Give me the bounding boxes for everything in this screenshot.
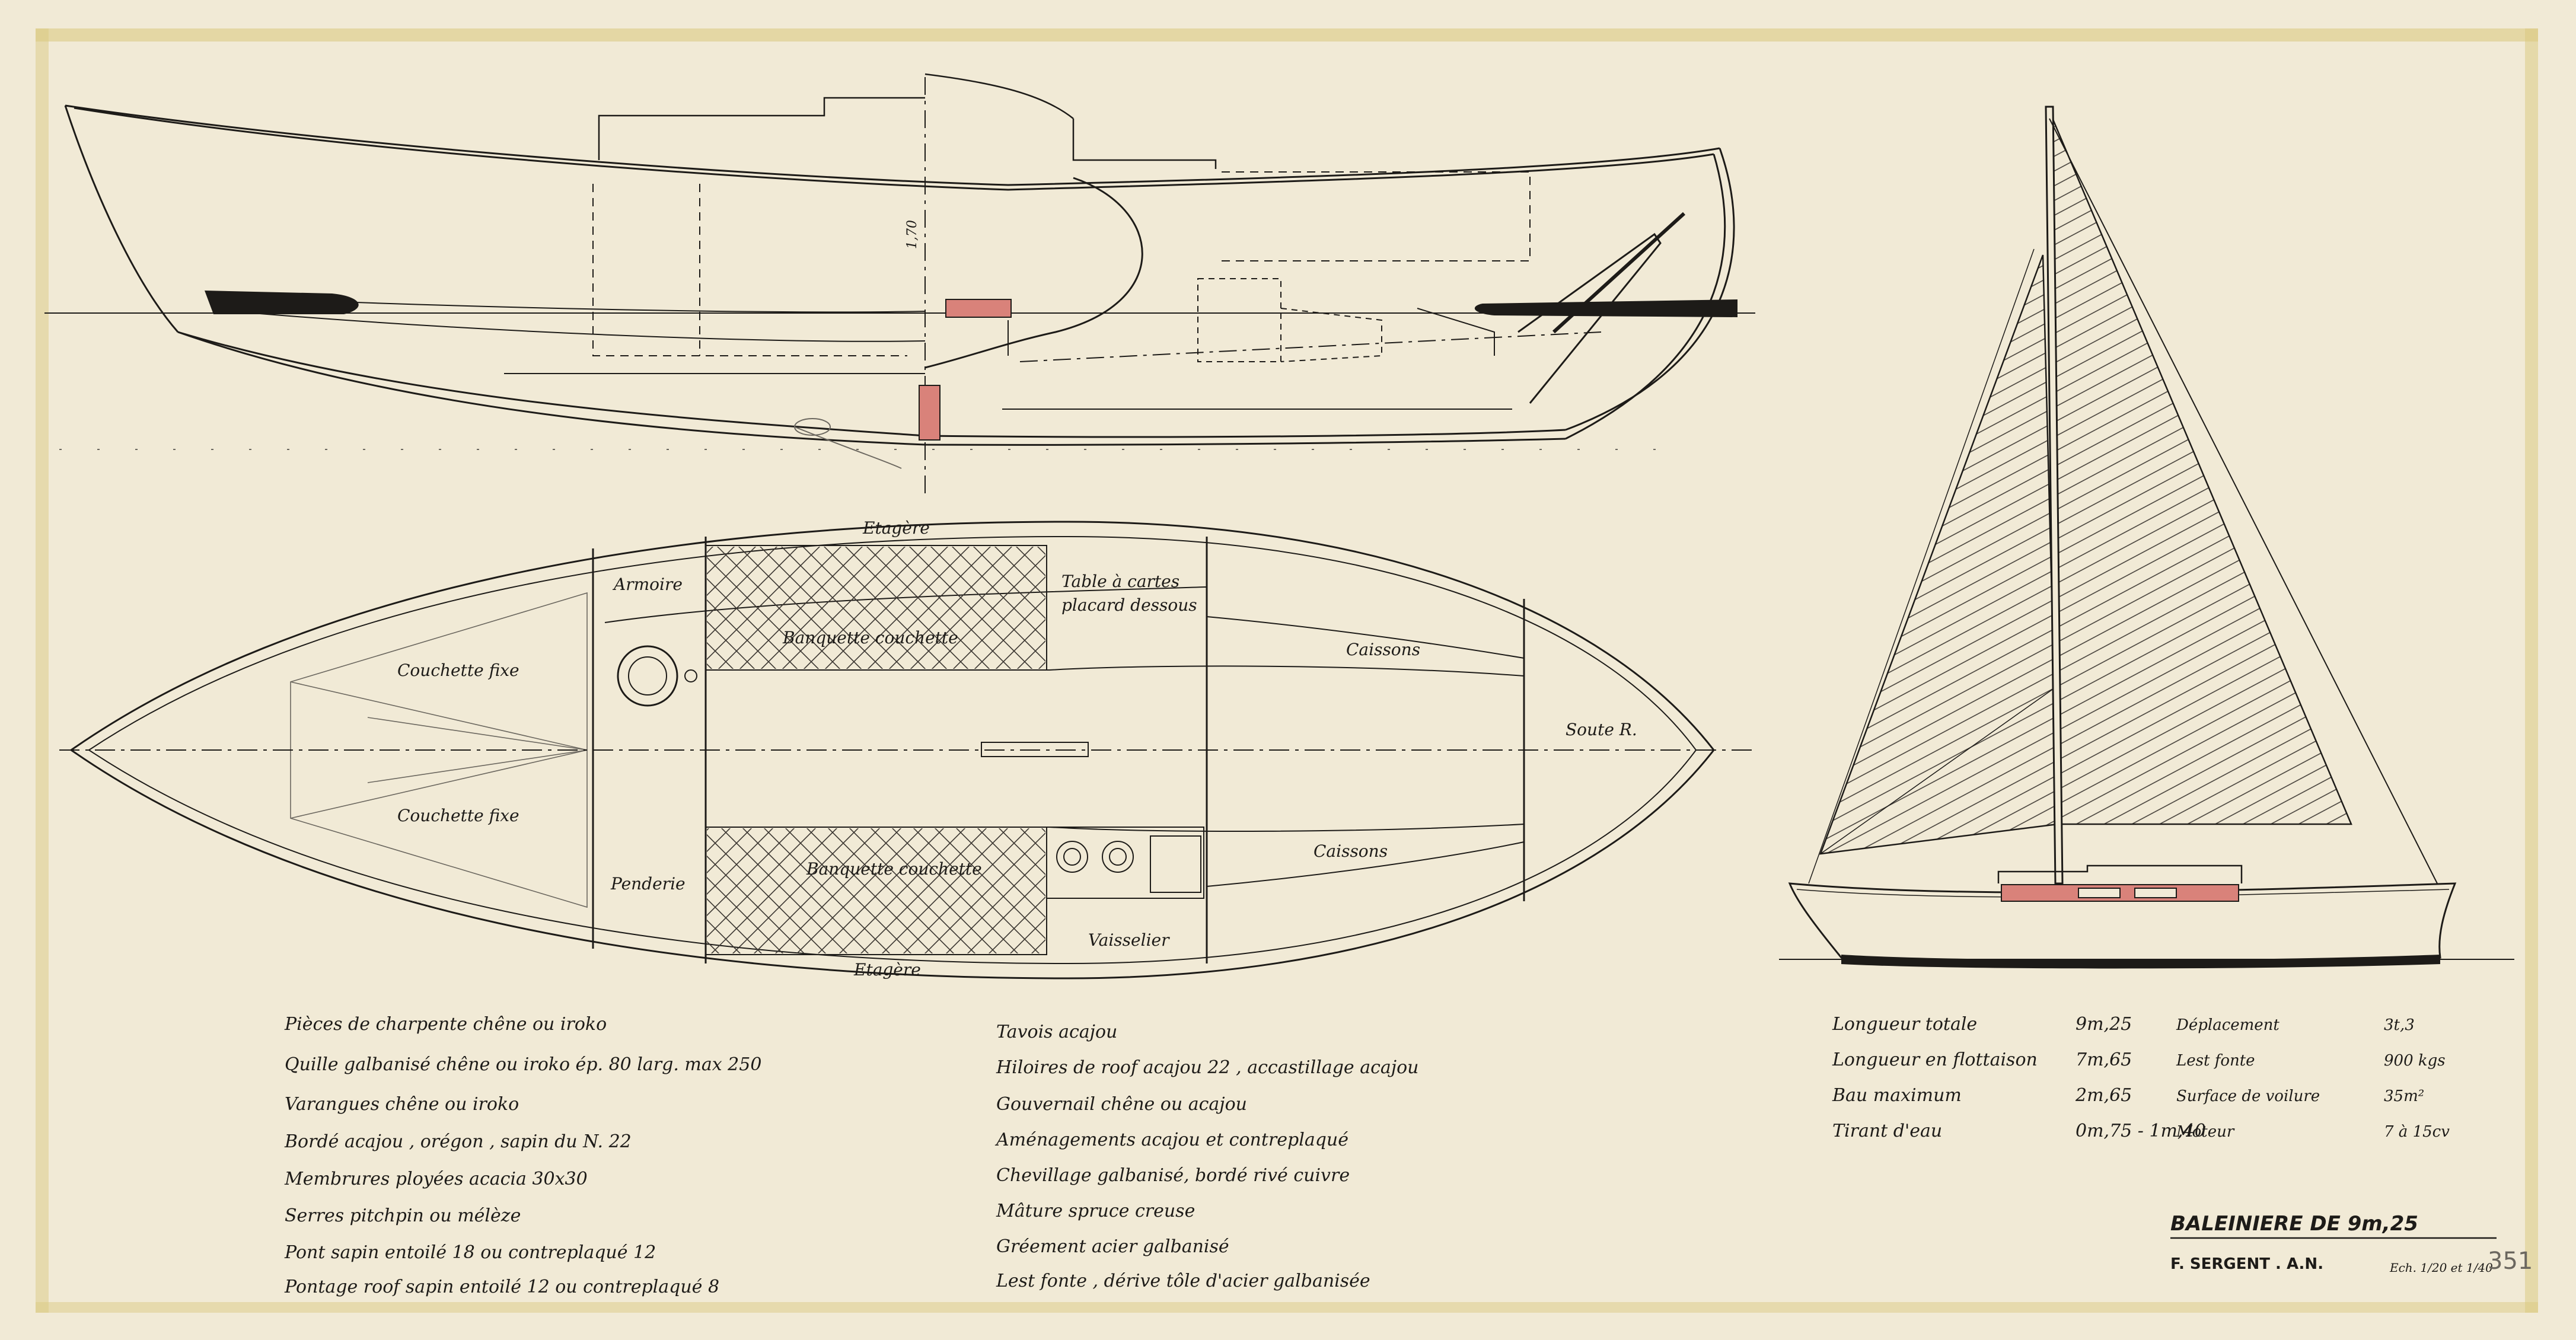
spec-mid-line: Mâture spruce creuse bbox=[996, 1201, 1195, 1221]
settee-lattice-top bbox=[707, 547, 1045, 669]
characteristic-value: 7 à 15cv bbox=[2384, 1123, 2450, 1141]
characteristic-value: 3t,3 bbox=[2384, 1016, 2415, 1034]
characteristic-label: Lest fonte bbox=[2176, 1052, 2255, 1070]
drawing-title: BALEINIERE DE 9m,25 bbox=[2170, 1212, 2418, 1236]
specs-left: Pièces de charpente chêne ou iroko Quill… bbox=[284, 1014, 761, 1297]
drawing-author: F. SERGENT . A.N. bbox=[2170, 1255, 2323, 1273]
dimension-label: Longueur totale bbox=[1832, 1014, 1977, 1035]
red-keel-piece bbox=[919, 385, 941, 441]
spec-mid-line: Aménagements acajou et contreplaqué bbox=[994, 1130, 1348, 1150]
tape-top bbox=[36, 28, 2538, 42]
sail-keel-band bbox=[1841, 955, 2440, 969]
spec-left-line: Quille galbanisé chêne ou iroko ép. 80 l… bbox=[285, 1054, 761, 1075]
spec-left-line: Membrures ployées acacia 30x30 bbox=[284, 1169, 588, 1189]
tape-bottom bbox=[36, 1302, 2538, 1313]
label-placard: placard dessous bbox=[1061, 595, 1197, 615]
title-block: BALEINIERE DE 9m,25 F. SERGENT . A.N. Ec… bbox=[2170, 1212, 2533, 1275]
ballast-band-fore bbox=[205, 291, 359, 314]
spec-left-line: Pont sapin entoilé 18 ou contreplaqué 12 bbox=[284, 1242, 656, 1263]
characteristic-label: Moteur bbox=[2176, 1123, 2235, 1141]
characteristic-label: Déplacement bbox=[2176, 1016, 2279, 1034]
sail-plan bbox=[1788, 106, 2457, 963]
characteristics-table: Déplacement 3t,3 Lest fonte 900 kgs Surf… bbox=[2176, 1016, 2450, 1141]
settee-lattice-bottom bbox=[707, 828, 1045, 953]
drawing-scale: Ech. 1/20 et 1/40 bbox=[2389, 1261, 2493, 1275]
label-banquette-top: Banquette couchette bbox=[782, 628, 958, 647]
characteristic-label: Surface de voilure bbox=[2176, 1087, 2320, 1105]
dimension-value: 7m,65 bbox=[2076, 1049, 2132, 1070]
spec-mid-line: Tavois acajou bbox=[996, 1022, 1117, 1042]
spec-mid-line: Hiloires de roof acajou 22 , accastillag… bbox=[996, 1057, 1418, 1078]
label-etagere-top: Etagère bbox=[862, 518, 930, 538]
hull-elevation bbox=[64, 73, 1735, 469]
tape-left bbox=[36, 28, 49, 1313]
label-vaisselier: Vaisselier bbox=[1088, 930, 1170, 950]
spec-mid-line: Chevillage galbanisé, bordé rivé cuivre bbox=[996, 1165, 1350, 1186]
label-table-cartes: Table à cartes bbox=[1061, 572, 1179, 591]
label-couchette-top: Couchette fixe bbox=[397, 661, 519, 680]
label-caissons-bottom: Caissons bbox=[1313, 841, 1388, 861]
label-etagere-bottom: Etagère bbox=[853, 960, 921, 980]
characteristic-value: 900 kgs bbox=[2384, 1052, 2446, 1070]
tape-right bbox=[2525, 28, 2538, 1313]
spec-left-line: Varangues chêne ou iroko bbox=[285, 1094, 519, 1115]
spec-left-line: Bordé acajou , orégon , sapin du N. 22 bbox=[284, 1131, 632, 1152]
dimension-label: Longueur en flottaison bbox=[1832, 1049, 2038, 1070]
porthole-1 bbox=[2078, 888, 2121, 898]
spec-left-line: Pontage roof sapin entoilé 12 ou contrep… bbox=[284, 1277, 719, 1297]
spec-mid-line: Gouvernail chêne ou acajou bbox=[996, 1094, 1247, 1115]
spec-mid-line: Gréement acier galbanisé bbox=[996, 1236, 1229, 1257]
label-soute: Soute R. bbox=[1566, 720, 1637, 739]
drawing-number: 351 bbox=[2488, 1248, 2533, 1275]
label-armoire: Armoire bbox=[612, 575, 683, 594]
label-penderie: Penderie bbox=[610, 874, 686, 894]
label-caissons-top: Caissons bbox=[1346, 640, 1420, 659]
dimension-value: 0m,75 - 1m,40 bbox=[2076, 1121, 2206, 1141]
label-banquette-bottom: Banquette couchette bbox=[806, 859, 982, 879]
characteristic-value: 35m² bbox=[2384, 1087, 2424, 1105]
ballast-band-aft bbox=[1474, 299, 1737, 317]
dimension-label: Tirant d'eau bbox=[1832, 1121, 1942, 1141]
plan-labels: Etagère Etagère Armoire Banquette couche… bbox=[397, 518, 1637, 980]
dimension-value: 2m,65 bbox=[2075, 1085, 2132, 1106]
dimension-label: 1,70 bbox=[905, 220, 920, 249]
spec-mid-line: Lest fonte , dérive tôle d'acier galbani… bbox=[996, 1271, 1370, 1291]
porthole-2 bbox=[2134, 888, 2177, 898]
mast bbox=[2045, 106, 2064, 885]
dimensions-table: Longueur totale 9m,25 Longueur en flotta… bbox=[1832, 1014, 2206, 1141]
spec-left-line: Serres pitchpin ou mélèze bbox=[285, 1205, 521, 1226]
dimension-value: 9m,25 bbox=[2076, 1014, 2132, 1035]
spec-left-line: Pièces de charpente chêne ou iroko bbox=[284, 1014, 607, 1035]
label-couchette-bottom: Couchette fixe bbox=[397, 806, 519, 825]
specs-mid: Tavois acajou Hiloires de roof acajou 22… bbox=[994, 1022, 1418, 1291]
dimension-label: Bau maximum bbox=[1832, 1085, 1962, 1106]
red-floor-piece bbox=[945, 299, 1012, 318]
